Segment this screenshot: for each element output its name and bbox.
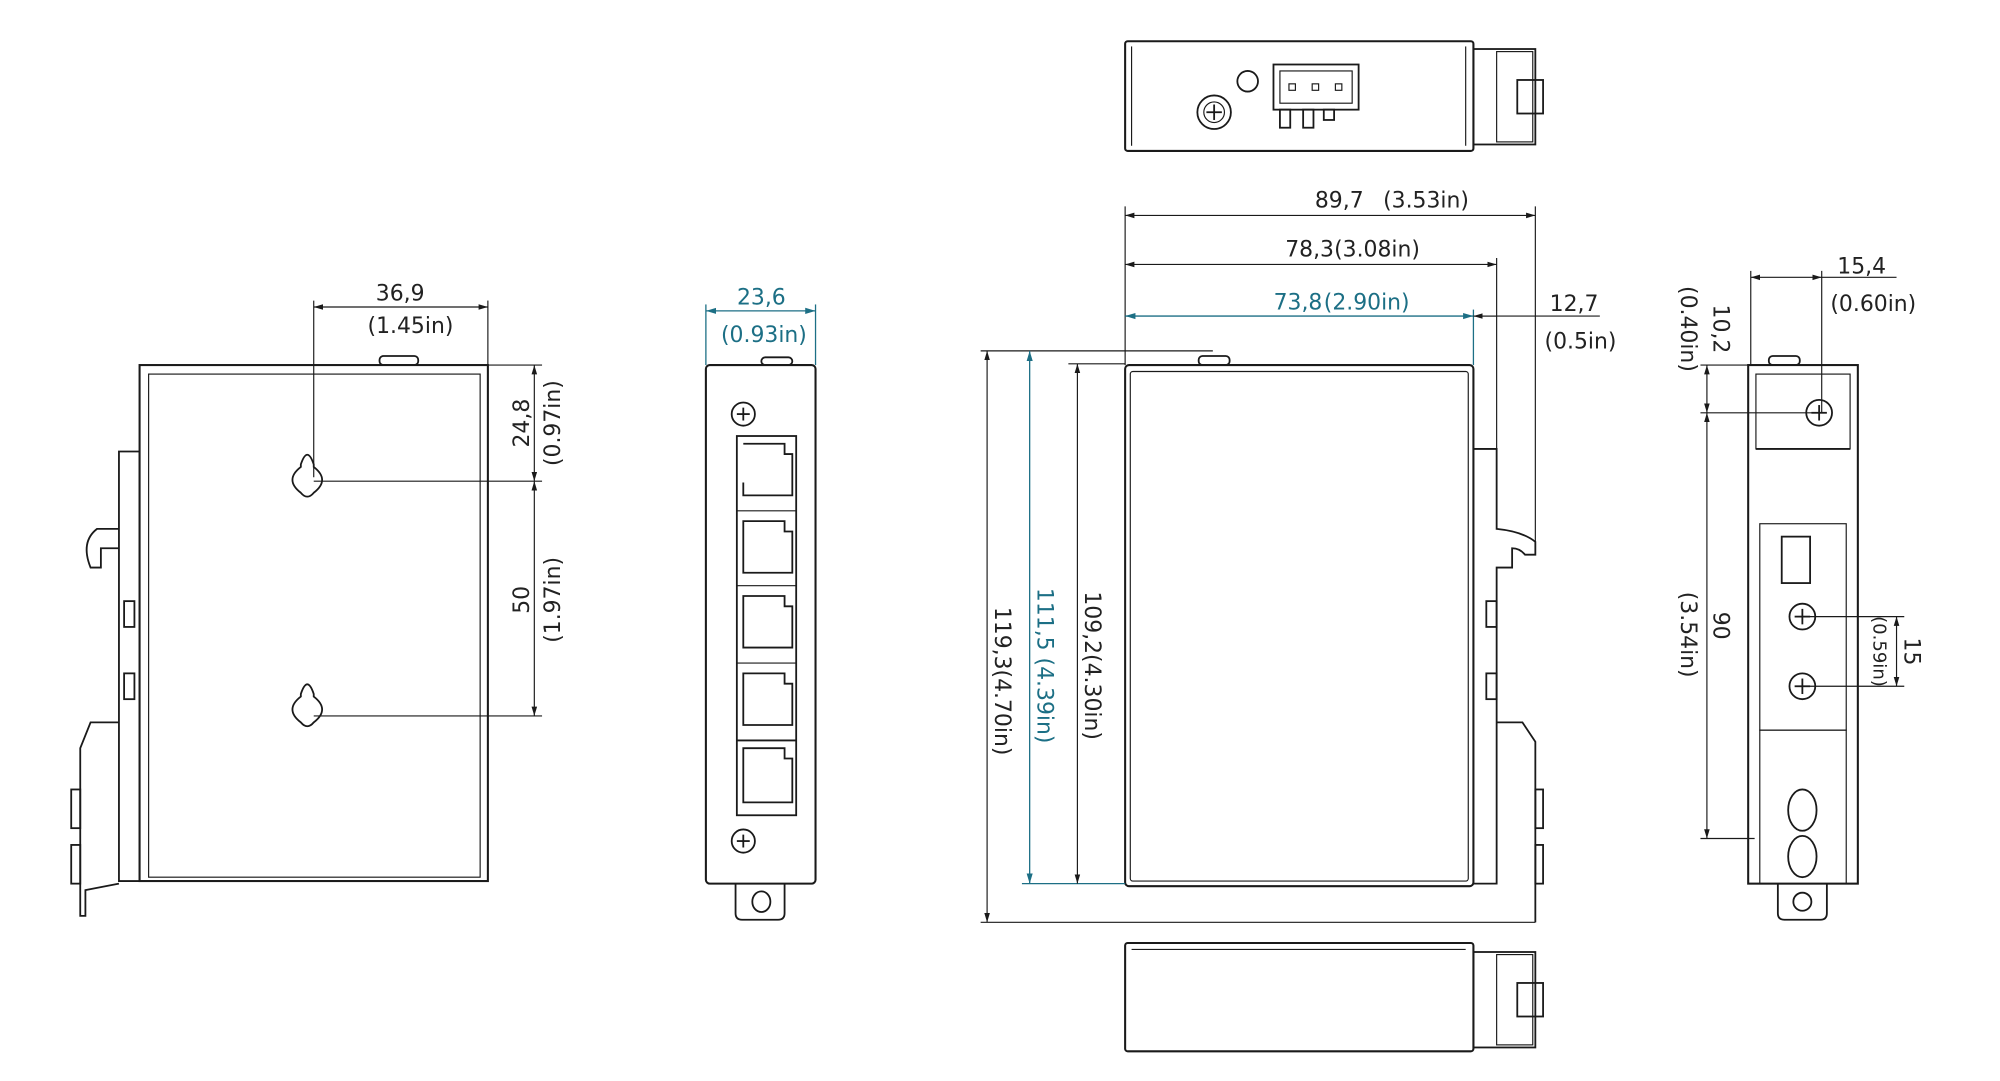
screw-pitch-mm: 15 [1898, 638, 1923, 666]
rj45-port-icon [742, 747, 794, 804]
terminal-block [1272, 63, 1360, 129]
body-depth-in: (2.90in) [1324, 291, 1410, 316]
total-depth-mm: 89,7 [1315, 189, 1364, 214]
hole-spacing-in: (1.97in) [541, 557, 566, 643]
front-width-mm: 23,6 [737, 285, 786, 310]
total-depth-in: (3.53in) [1383, 189, 1469, 214]
screw-span-in: (3.54in) [1675, 592, 1700, 678]
bottom-view [1124, 941, 1544, 1053]
right-view: 15,4 (0.60in) 10,2 (0.40in) 90 (3.54in) … [1675, 254, 1923, 921]
clip-depth-in: (0.5in) [1545, 329, 1617, 354]
side-view: 89,7 (3.53in) 78,3 (3.08in) 73,8 (2.90in… [980, 189, 1617, 923]
offset-mm: 15,4 [1837, 254, 1886, 279]
hole-offset-mm: 24,8 [510, 399, 535, 448]
rj45-port-icon [742, 520, 794, 574]
front-width-in: (0.93in) [721, 323, 807, 348]
rj45-port-icon [742, 672, 794, 726]
hole-spacing-mm: 50 [510, 586, 535, 614]
body-height: 109,2(4.30in) [1079, 591, 1104, 740]
depth-2-in: (3.08in) [1334, 238, 1420, 263]
top-offset-in: (0.40in) [1675, 286, 1700, 372]
back-view: 36,9 (1.45in) 24,8 (0.97in) 50 (1.97in) [70, 282, 566, 917]
ground-screw-icon [1196, 94, 1232, 130]
clip-depth-mm: 12,7 [1550, 292, 1599, 317]
screw-icon [730, 828, 756, 854]
offset-in: (0.60in) [1830, 292, 1916, 317]
top-view [1124, 40, 1544, 152]
keyhole-icon [291, 683, 324, 728]
height-2: 111,5 (4.39in) [1031, 588, 1056, 744]
screw-span-mm: 90 [1707, 612, 1732, 640]
led-icon [1236, 70, 1259, 93]
screw-icon [730, 401, 756, 427]
back-width-in: (1.45in) [368, 314, 454, 339]
total-height: 119,3(4.70in) [989, 607, 1014, 756]
rj45-port-icon [742, 595, 794, 649]
keyhole-icon [291, 453, 324, 498]
rj45-port-icon [742, 442, 794, 497]
front-view: 23,6 (0.93in) [704, 285, 817, 921]
top-offset-mm: 10,2 [1707, 305, 1732, 354]
hole-offset-in: (0.97in) [541, 380, 566, 466]
screw-pitch-in: (0.59in) [1868, 616, 1889, 687]
back-width-mm: 36,9 [376, 282, 425, 307]
depth-2-mm: 78,3 [1285, 238, 1334, 263]
body-depth-mm: 73,8 [1274, 291, 1323, 316]
